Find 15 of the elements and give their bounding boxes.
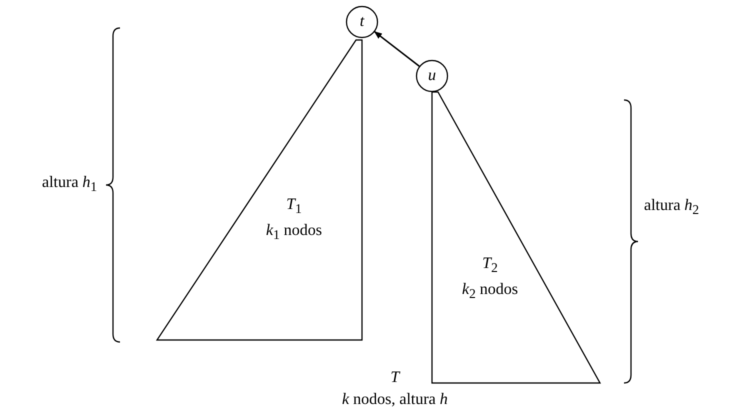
- height-label: altura h$_{2}$: [644, 197, 700, 220]
- subtree-name: T$_{1}$: [286, 196, 302, 218]
- subtree-name: T$_{2}$: [482, 254, 498, 278]
- node-label: u: [428, 67, 436, 85]
- tree-node-circle: [416, 60, 448, 92]
- tree-name: T: [390, 369, 400, 387]
- node-label: t: [360, 13, 364, 31]
- node-count: k$_{1}$ nodos: [266, 222, 322, 244]
- arrow: [374, 31, 420, 67]
- node-count: k$_{2}$ nodos: [462, 280, 518, 304]
- subtree-triangle: [157, 40, 362, 340]
- tree-summary: k nodos, altura h: [342, 391, 448, 409]
- subtree-triangle: [432, 92, 600, 383]
- height-label: altura h$_{1}$: [42, 174, 98, 196]
- tree-node-circle: [346, 6, 378, 38]
